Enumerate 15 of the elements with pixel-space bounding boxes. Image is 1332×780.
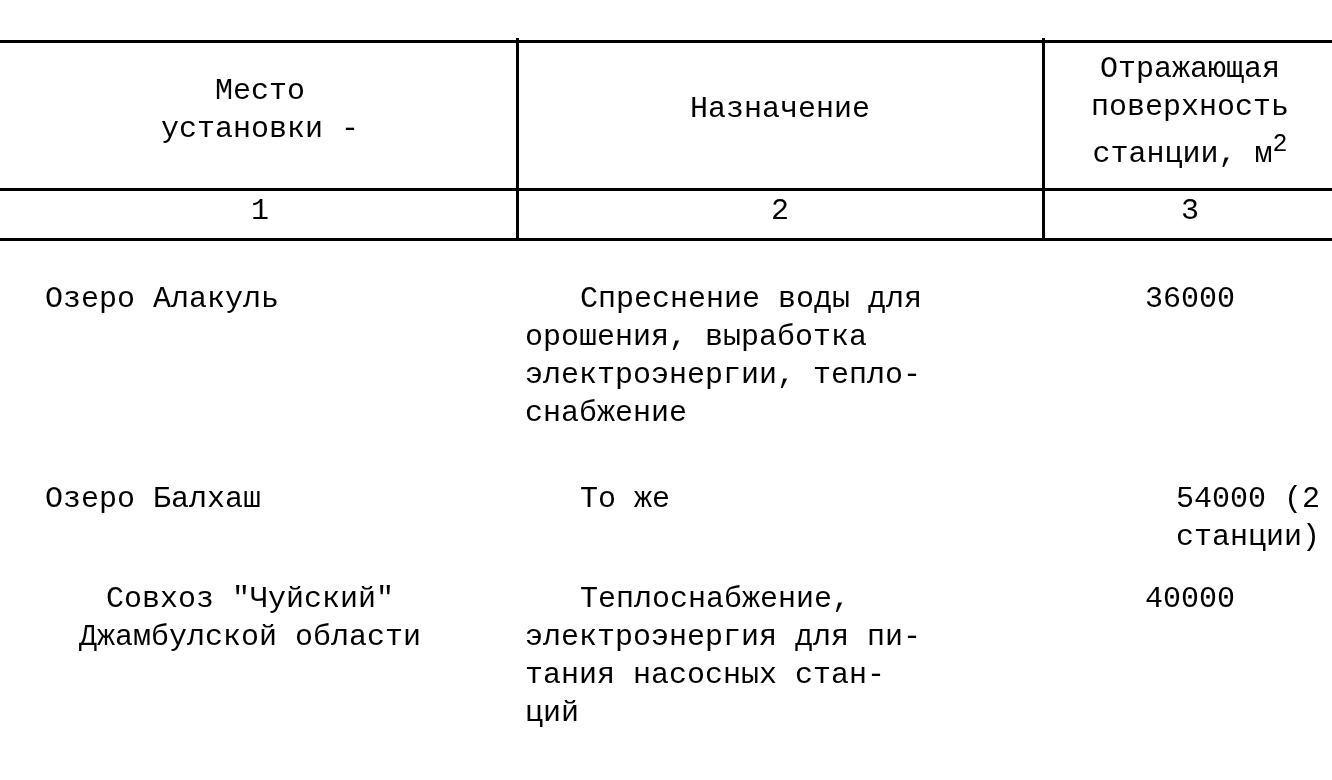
area-value: 54000 (2 станции): [1174, 481, 1320, 556]
column-header: Назначение: [689, 91, 871, 128]
place-name: Озеро Алакуль: [45, 281, 281, 318]
column-header: Отражающая поверхность станции, м$^{2}$: [1089, 51, 1290, 173]
area-value: 40000: [1144, 581, 1236, 618]
area-value: 36000: [1144, 281, 1236, 318]
column-number: 1: [250, 193, 270, 230]
purpose-text: Спреснение воды для орошения, выработка электроэнергии, тепло- снабжение: [525, 281, 924, 432]
place-name: Совхоз "Чуйский" Джамбулской области: [77, 581, 423, 656]
purpose-text: То же: [579, 481, 671, 518]
column-number: 2: [770, 193, 790, 230]
place-name: Озеро Балхаш: [45, 481, 263, 518]
column-header: Место установки -: [159, 73, 360, 148]
column-number: 3: [1180, 193, 1200, 230]
purpose-text: Теплоснабжение, электроэнергия для пи- тания насосных стан- ций: [525, 581, 923, 732]
